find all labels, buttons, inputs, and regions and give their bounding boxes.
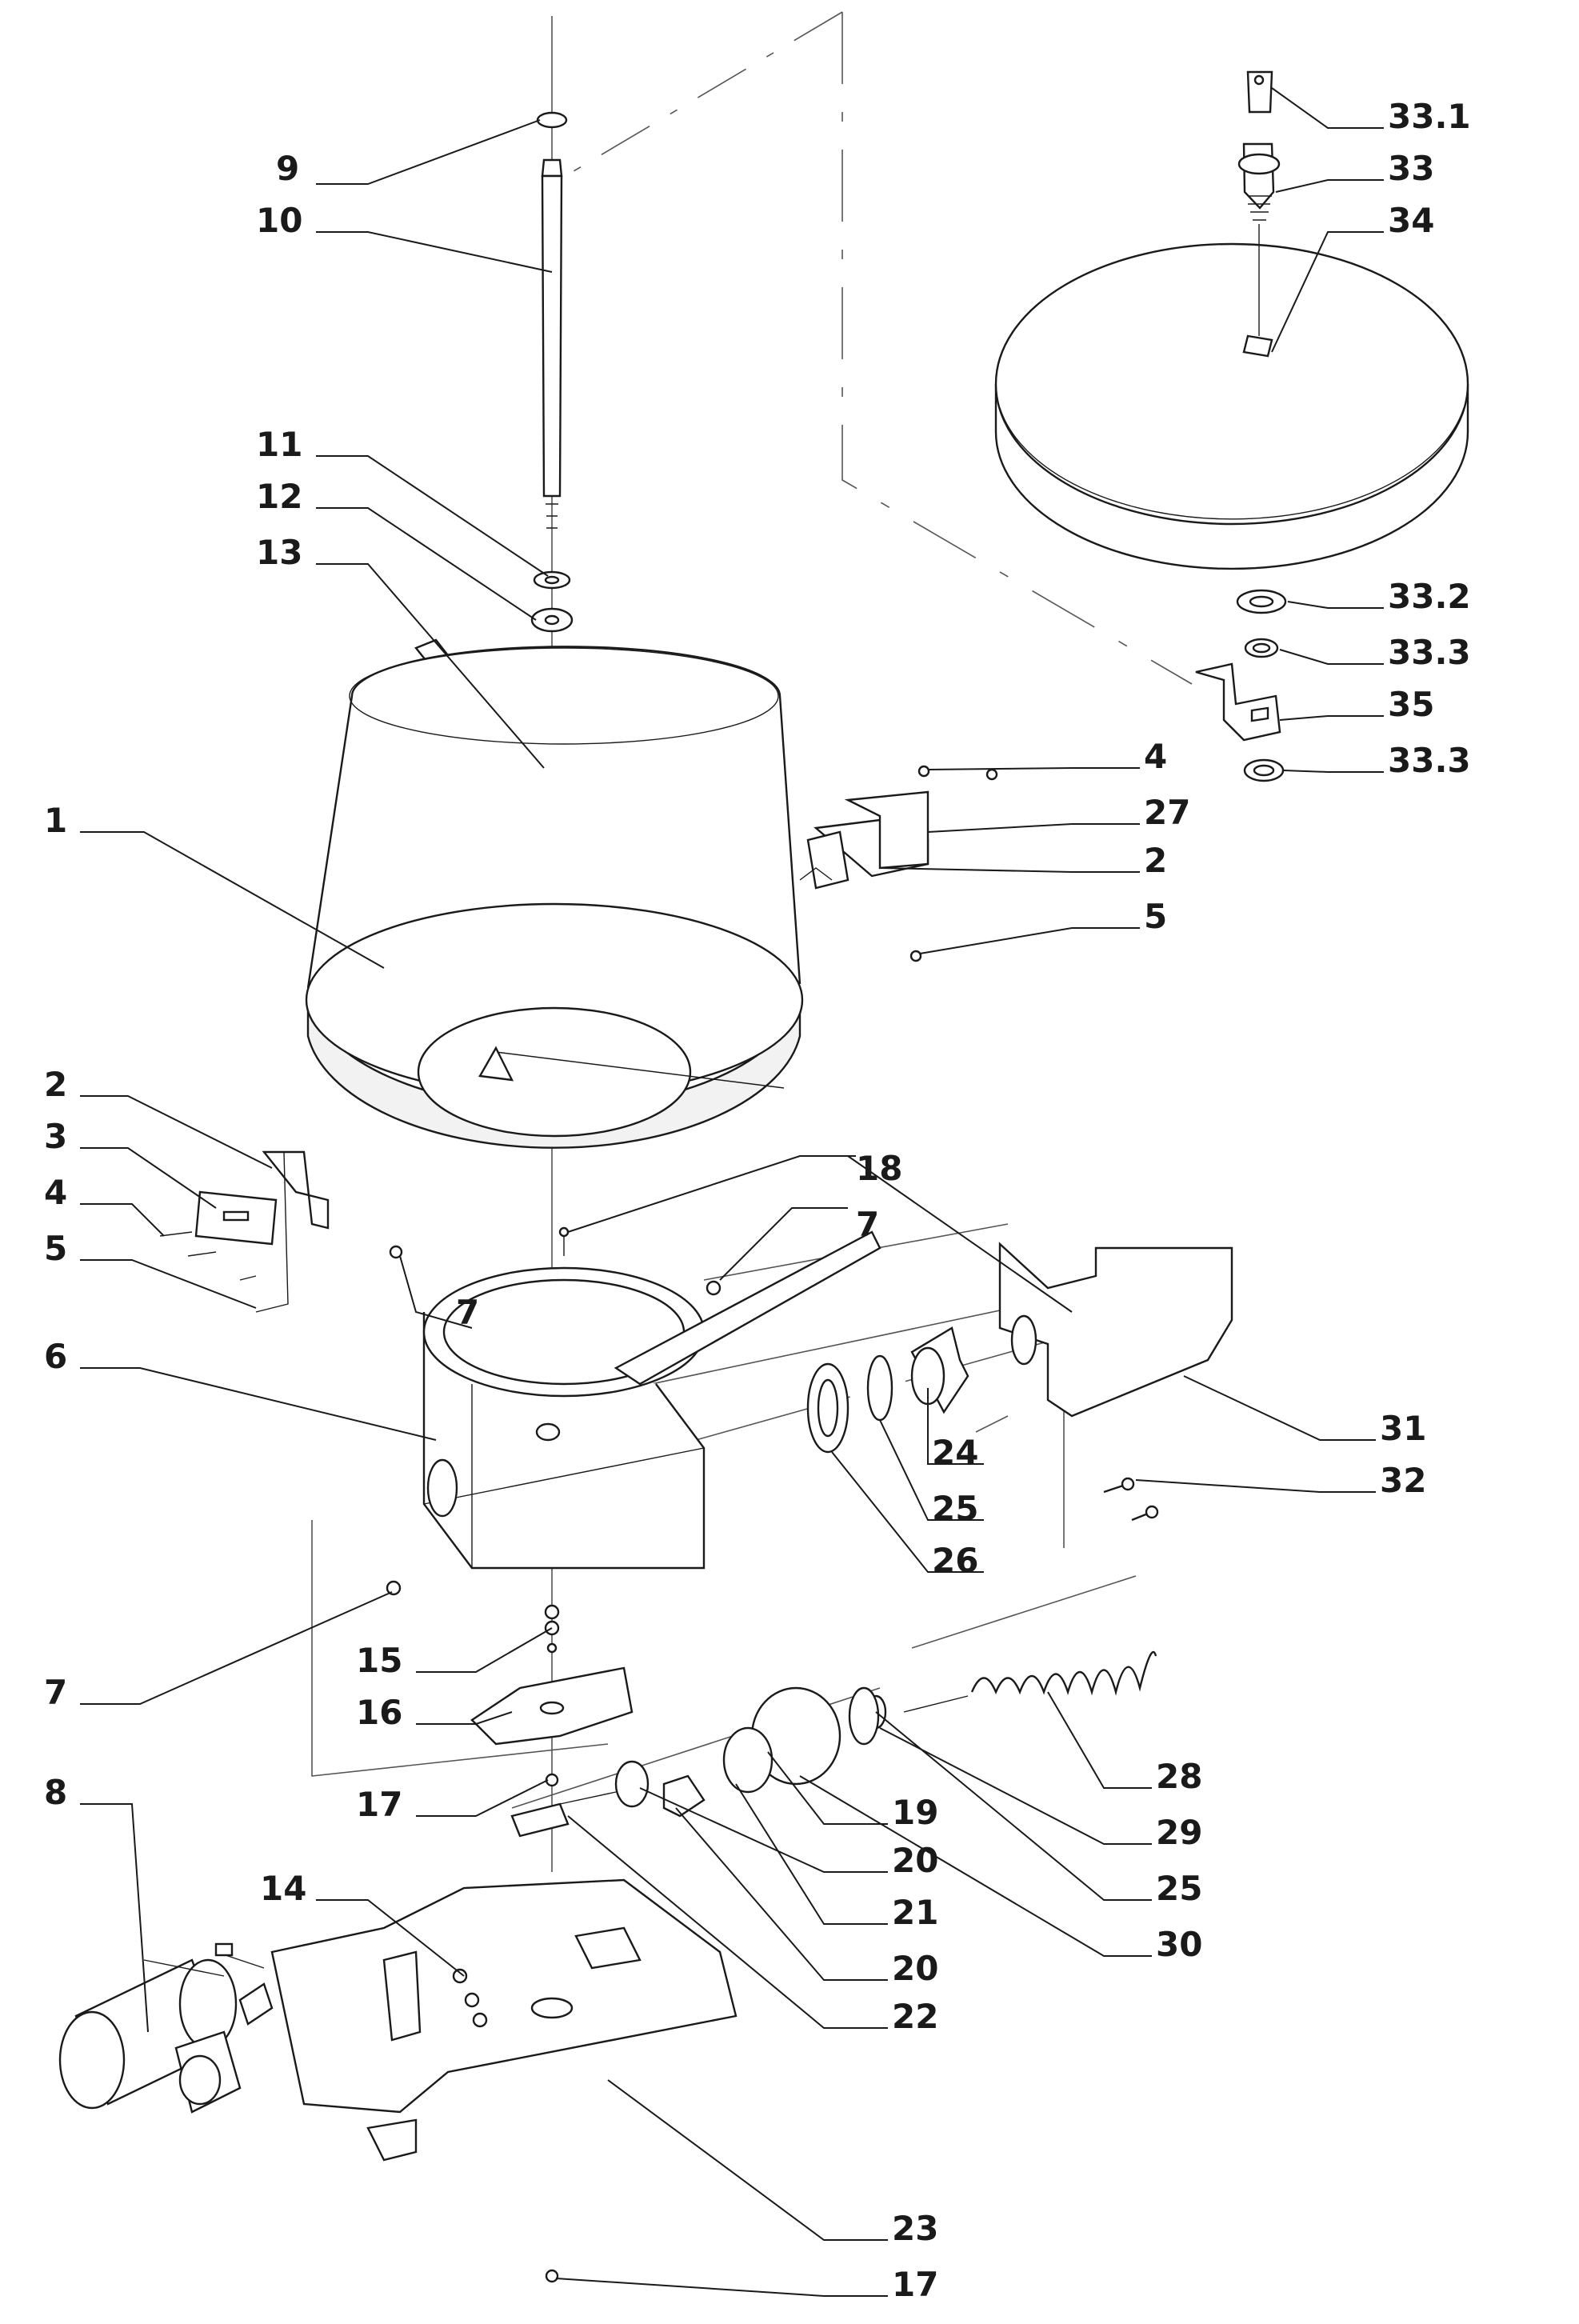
callout-1: 1: [44, 801, 67, 840]
callout-34: 34: [1388, 201, 1434, 240]
callout-33-3-lower: 33.3: [1388, 741, 1471, 780]
callout-4-right: 4: [1144, 737, 1167, 776]
callout-24: 24: [932, 1433, 978, 1472]
leader-lines: [80, 87, 1384, 2297]
callout-13: 13: [256, 533, 302, 572]
callout-4-left: 4: [44, 1173, 67, 1212]
motor-part-8: [58, 1942, 274, 2114]
callout-21: 21: [892, 1893, 938, 1932]
callout-labels: 9 10 11 12 13 1 2 3 4 5 6 7 7 7 8 14 15 …: [44, 97, 1471, 2304]
callout-12: 12: [256, 477, 302, 516]
washers-and-bracket: [1195, 589, 1287, 782]
shaft-parts-9-12: [530, 111, 574, 633]
callout-30: 30: [1156, 1925, 1202, 1964]
callout-17-lower: 17: [892, 2265, 938, 2304]
callout-18: 18: [856, 1149, 902, 1188]
callout-32: 32: [1380, 1461, 1426, 1500]
callout-6: 6: [44, 1337, 67, 1376]
left-bracket-parts-2-5: [159, 1150, 330, 1313]
drive-parts-19-30: [510, 1686, 887, 1838]
spring-part-28: [903, 1650, 1157, 1713]
callout-11: 11: [256, 425, 302, 464]
base-plate-part-23: [270, 1878, 738, 2162]
hopper-part-1: [305, 646, 804, 1149]
lid-part-34: [994, 242, 1469, 570]
callout-2-left: 2: [44, 1065, 67, 1104]
callout-20-upper: 20: [892, 1841, 938, 1880]
callout-25-upper: 25: [932, 1489, 978, 1528]
fasteners-7-18: [386, 1226, 722, 1596]
callout-33: 33: [1388, 149, 1434, 188]
callout-33-2: 33.2: [1388, 577, 1471, 616]
callout-28: 28: [1156, 1757, 1202, 1796]
housing-part-6: [422, 1230, 881, 1570]
callout-22: 22: [892, 1997, 938, 2036]
callout-7-right: 7: [856, 1205, 879, 1244]
callout-27: 27: [1144, 793, 1190, 832]
callout-16: 16: [356, 1693, 402, 1732]
callout-26: 26: [932, 1541, 978, 1580]
callout-9: 9: [276, 149, 299, 188]
callout-14: 14: [260, 1869, 306, 1908]
seal-parts-24-26: [806, 1326, 969, 1454]
callout-15: 15: [356, 1641, 402, 1680]
callout-7-left: 7: [44, 1673, 67, 1712]
callout-19: 19: [892, 1793, 938, 1832]
callout-5-left: 5: [44, 1229, 67, 1268]
callout-8: 8: [44, 1773, 67, 1812]
callout-2-right: 2: [1144, 841, 1167, 880]
callout-29: 29: [1156, 1813, 1202, 1852]
plate-part-16: [470, 1604, 634, 2283]
callout-23: 23: [892, 2209, 938, 2248]
callout-31: 31: [1380, 1409, 1426, 1448]
side-cover-part-31: [998, 1242, 1233, 1522]
callout-5-right: 5: [1144, 897, 1167, 936]
callout-33-3-upper: 33.3: [1388, 633, 1471, 672]
callout-3: 3: [44, 1117, 67, 1156]
callout-17-upper: 17: [356, 1785, 402, 1824]
callout-20-lower: 20: [892, 1949, 938, 1988]
right-bracket-parts-2-27: [799, 765, 998, 962]
callout-25-lower: 25: [1156, 1869, 1202, 1908]
callout-10: 10: [256, 201, 302, 240]
callout-7-center: 7: [456, 1293, 479, 1332]
lid-screw-part-33: [1237, 70, 1281, 336]
callout-35: 35: [1388, 685, 1434, 724]
callout-33-1: 33.1: [1388, 97, 1471, 136]
